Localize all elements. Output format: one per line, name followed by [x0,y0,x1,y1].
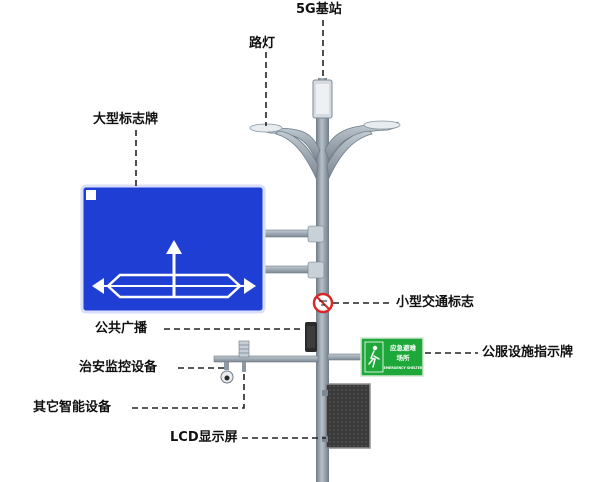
label-large-sign: 大型标志牌 [93,112,159,127]
5g-base-station-unit [312,79,333,119]
green-sign-line1: 应急避难 [390,343,417,352]
public-service-sign: 应急避难 场所 EMERGENCY SHELTER [360,337,424,377]
smart-sensor [238,340,250,372]
label-public-broadcast: 公共广播 [95,321,148,336]
lower-crossarm [213,353,365,363]
label-other-smart-devices: 其它智能设备 [33,400,112,415]
label-security-monitoring: 治安监控设备 [79,360,158,375]
street-light [249,120,401,180]
label-public-service-sign: 公服设施指示牌 [482,345,574,360]
label-street-light: 路灯 [249,36,276,51]
security-camera [220,362,234,384]
leader-lines [132,20,478,439]
green-sign-line2: 场所 [397,353,411,362]
large-sign-brackets [261,225,325,279]
label-lcd-screen: LCD显示屏 [170,430,238,445]
large-direction-sign [80,184,266,314]
lcd-screen [322,383,371,449]
green-sign-line3: EMERGENCY SHELTER [384,366,423,370]
leader-other-smart [132,372,245,409]
broadcast-speaker [305,322,317,352]
label-5g-base-station: 5G基站 [296,2,342,17]
small-traffic-sign [312,292,334,314]
label-small-traffic-sign: 小型交通标志 [396,295,475,310]
